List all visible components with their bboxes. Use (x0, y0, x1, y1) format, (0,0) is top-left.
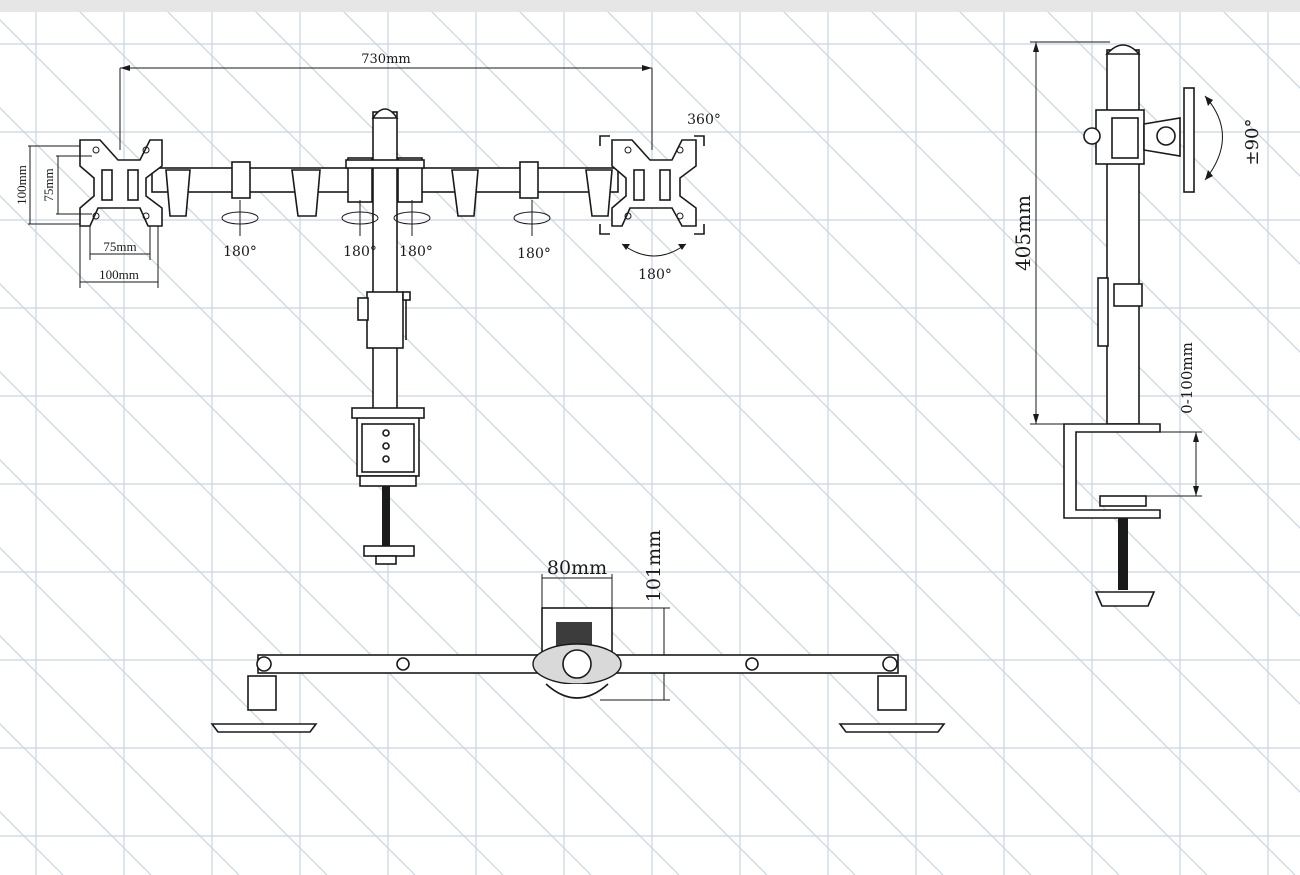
top-joint (745, 657, 759, 671)
rotation-180-label: 180° (638, 267, 672, 283)
joint-rotation-label: 180° (343, 244, 377, 260)
grid-line-diagonal (331, 0, 1208, 875)
top-left-bracket (247, 675, 277, 711)
grid-line-diagonal (0, 723, 152, 875)
side-clamp (1063, 423, 1161, 519)
clamp-screw (382, 486, 390, 546)
tilt-collar-inner (1111, 117, 1139, 159)
grid-line-diagonal (67, 0, 944, 875)
top-joint (256, 656, 272, 672)
vesa-height-outer-label: 100mm (14, 165, 29, 205)
right-arm (397, 167, 619, 193)
side-view: ±90° 405mm 0-100mm (1011, 41, 1263, 607)
side-collar (1113, 283, 1143, 307)
vesa-width-inner-label: 75mm (103, 239, 136, 254)
side-collar-knob (1097, 277, 1109, 347)
vesa-slot (127, 169, 139, 201)
clamp-hole (382, 442, 390, 450)
pole-cap (371, 108, 399, 119)
joint-right-outer (519, 161, 539, 199)
cable-clip (451, 169, 479, 217)
grid-line-diagonal (859, 0, 1300, 441)
grid-line-diagonal (419, 0, 1296, 875)
desk-clamp (351, 407, 425, 565)
collar-knob (357, 297, 369, 321)
pole-height-label: 405mm (1011, 195, 1035, 271)
grid-line-diagonal (771, 0, 1300, 529)
base-depth-label: 101mm (643, 530, 665, 602)
grid-line-diagonal (155, 0, 1032, 875)
vesa-plate-right (599, 135, 705, 235)
tilt-label: ±90° (1242, 119, 1263, 166)
grid-line-diagonal (0, 547, 328, 875)
desk-thickness-label: 0-100mm (1178, 342, 1196, 414)
pole-top-bracket (345, 159, 425, 169)
top-joint (882, 656, 898, 672)
base-width-label: 80mm (547, 557, 607, 579)
top-view: 80mm 101mm (210, 530, 946, 733)
vesa-height-inner-label: 75mm (41, 168, 56, 201)
side-pole-cap (1105, 44, 1141, 55)
vesa-plate-left (79, 139, 163, 227)
grid-line-diagonal (507, 0, 1300, 793)
grid-line-diagonal (0, 371, 504, 875)
grid-line-diagonal (0, 195, 680, 875)
clamp-hole (382, 429, 390, 437)
cable-clip (291, 169, 321, 217)
grid-line-diagonal (0, 283, 592, 875)
vesa-dimensions: 100mm 75mm 75mm 100mm (14, 145, 159, 288)
rotation-360-label: 360° (687, 112, 721, 128)
grid-line-diagonal (0, 459, 416, 875)
center-pole (372, 111, 398, 413)
grid-line-diagonal (1035, 0, 1300, 265)
joint-left-outer (231, 161, 251, 199)
cable-clip (165, 169, 191, 217)
top-right-plate (838, 723, 946, 733)
side-pole (1106, 49, 1140, 425)
joint-rotation-label: 180° (517, 246, 551, 262)
cable-clip (585, 169, 613, 217)
top-hub-under (545, 683, 609, 699)
vesa-slot (633, 169, 645, 201)
grid-line-diagonal (1123, 0, 1300, 177)
top-right-bracket (877, 675, 907, 711)
front-view: 730mm (14, 52, 721, 565)
arms (151, 157, 619, 217)
clamp-handle-base (375, 555, 397, 565)
vesa-width-outer-label: 100mm (99, 267, 139, 282)
clamp-foot (359, 475, 417, 487)
grid-line-diagonal (0, 635, 240, 875)
vesa-slot (659, 169, 671, 201)
clamp-handle (363, 545, 415, 557)
grid-line-diagonal (0, 811, 64, 875)
top-band (0, 0, 1300, 12)
side-clamp-pad (1099, 495, 1147, 507)
side-clamp-screw (1118, 518, 1128, 590)
joint-rotation-label: 180° (399, 244, 433, 260)
tilt-pivot (1156, 126, 1176, 146)
clamp-hole (382, 455, 390, 463)
top-left-plate (210, 723, 318, 733)
clamp-top (351, 407, 425, 419)
arm-span-label: 730mm (361, 52, 410, 67)
arm-span-dimension: 730mm (119, 52, 653, 150)
vesa-slot (101, 169, 113, 201)
rotation-indicators: 180° 180° 180° 180° 360° 180° (221, 112, 721, 283)
tilt-knob (1083, 127, 1101, 145)
grid-line-diagonal (595, 0, 1300, 705)
pole-collar (366, 291, 404, 349)
side-vesa-plate (1183, 87, 1195, 193)
grid-line-diagonal (683, 0, 1300, 617)
top-hub-hole (562, 649, 592, 679)
top-joint (396, 657, 410, 671)
side-clamp-handle (1094, 591, 1156, 607)
top-base-parts (556, 622, 592, 646)
grid-line-diagonal (947, 0, 1300, 353)
joint-rotation-label: 180° (223, 244, 257, 260)
collar-screw (402, 291, 411, 301)
